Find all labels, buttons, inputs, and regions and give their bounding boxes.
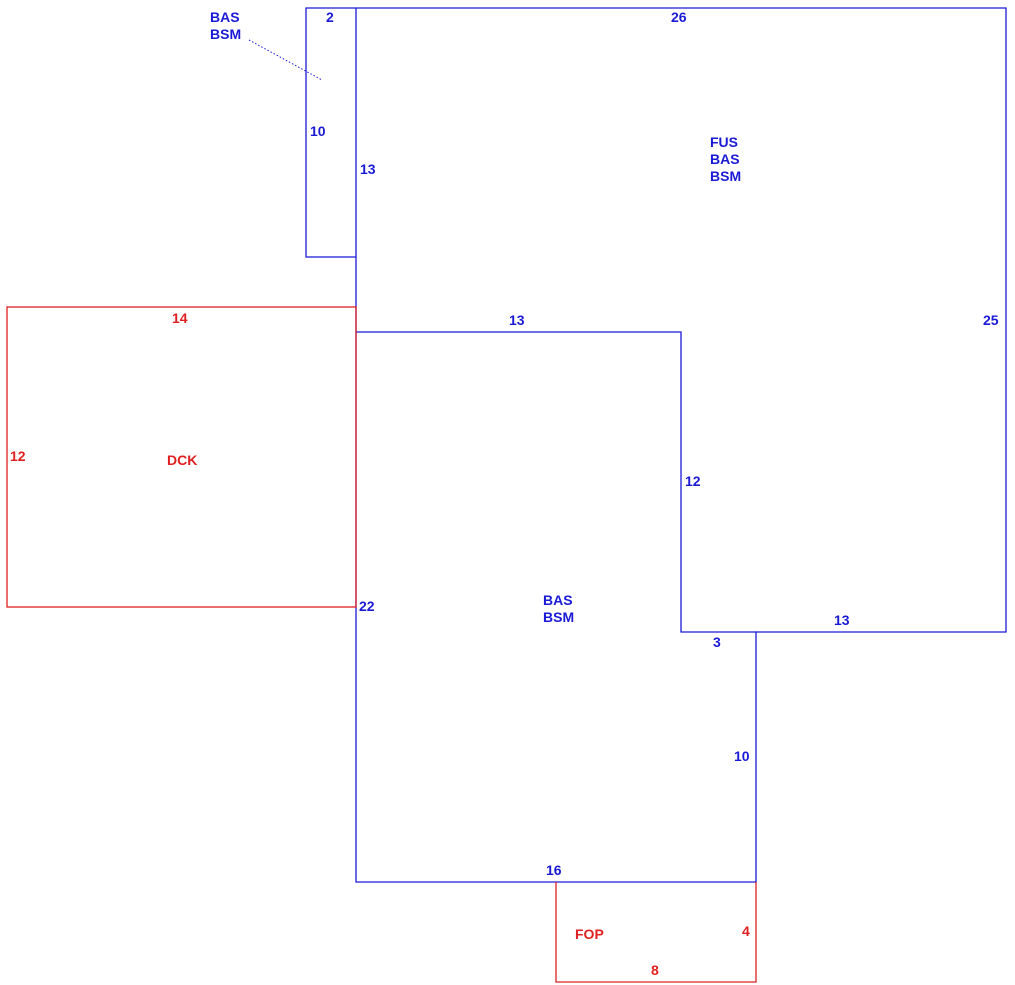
dim-inner-vertical: 12 (685, 473, 701, 489)
dim-porch-right: 4 (742, 923, 750, 939)
dim-top: 26 (671, 9, 687, 25)
bump-out-label-bsm: BSM (210, 26, 241, 42)
dim-step: 3 (713, 634, 721, 650)
upper-area-label-bsm: BSM (710, 168, 741, 184)
dim-inner-bottom: 13 (834, 612, 850, 628)
porch-label: FOP (575, 926, 604, 942)
porch-outline (555, 882, 757, 983)
dim-bump-left: 10 (310, 123, 326, 139)
lower-area-label-bas: BAS (543, 592, 573, 608)
deck-outline (6, 306, 357, 608)
bump-out-label-bas: BAS (210, 9, 240, 25)
dim-upper-left: 13 (360, 161, 376, 177)
deck-label: DCK (167, 452, 197, 468)
dim-right: 25 (983, 312, 999, 328)
dim-porch-bottom: 8 (651, 962, 659, 978)
bump-out-outline (305, 7, 356, 258)
dim-bottom: 16 (546, 862, 562, 878)
bump-out-leader (248, 39, 323, 81)
lower-area-label-bsm: BSM (543, 609, 574, 625)
upper-floor-boundary (356, 331, 756, 633)
upper-area-label-fus: FUS (710, 134, 738, 150)
dim-inner-top: 13 (509, 312, 525, 328)
dim-deck-top: 14 (172, 310, 188, 326)
dim-lower-left: 22 (359, 598, 375, 614)
dim-deck-left: 12 (10, 448, 26, 464)
dim-bump-top: 2 (326, 9, 334, 25)
dim-lower-right: 10 (734, 748, 750, 764)
upper-area-label-bas: BAS (710, 151, 740, 167)
